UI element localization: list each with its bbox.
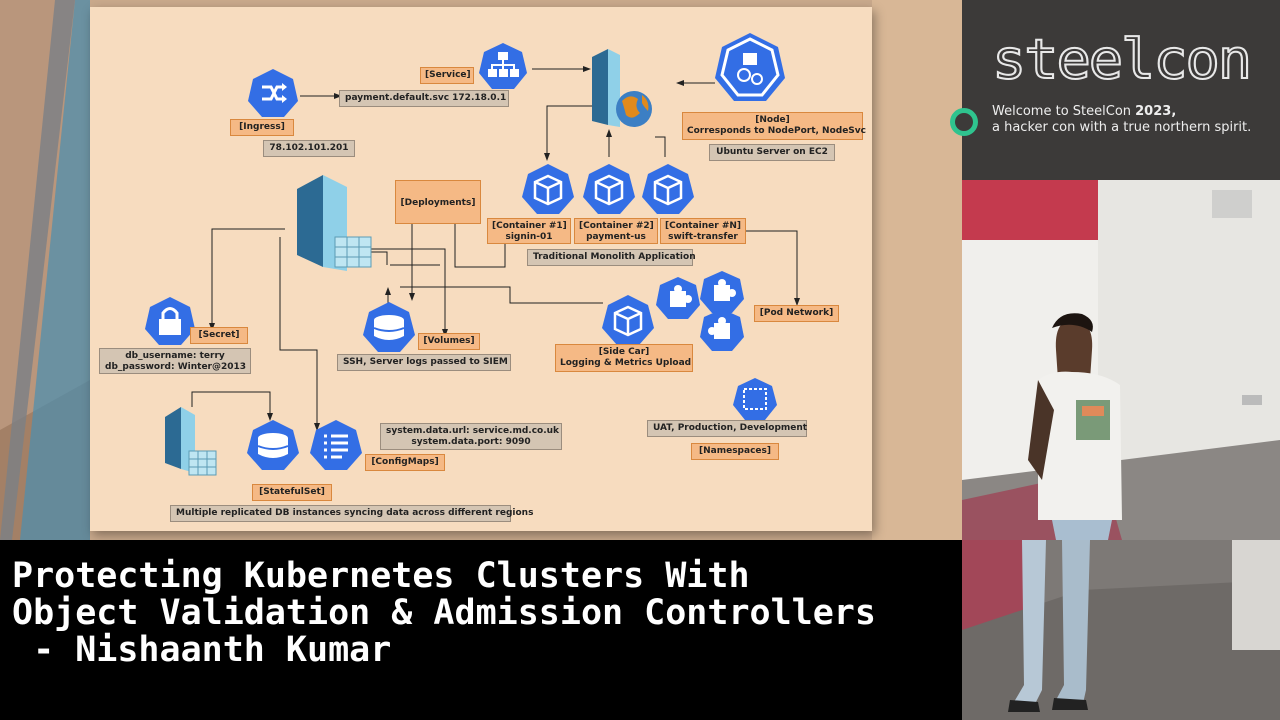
slide-stage: [Ingress] 78.102.101.201 [Service] payme…: [0, 0, 962, 540]
steelcon-ring-icon: [950, 108, 978, 136]
service-address: payment.default.svc 172.18.0.1: [339, 90, 509, 107]
container-n-tag: [Container #N]: [665, 221, 742, 231]
node-icon: [715, 33, 785, 101]
volumes-icon: [363, 302, 415, 352]
container-n-tag-box: [Container #N] swift-transfer: [660, 218, 746, 244]
container-2-name: payment-us: [586, 232, 646, 242]
welcome-line-1: Welcome to SteelCon 2023,: [992, 104, 1176, 120]
speaker-camera-feed: [962, 180, 1280, 540]
volumes-tag: [Volumes]: [418, 333, 480, 350]
namespaces-icon: [733, 378, 777, 420]
deployments-tag: [Deployments]: [395, 180, 481, 224]
statefulset-note: Multiple replicated DB instances syncing…: [170, 505, 533, 522]
node-tag: [Node]: [755, 115, 790, 125]
configmap-port: system.data.port: 9090: [411, 437, 531, 447]
welcome-prefix: Welcome to SteelCon: [992, 104, 1136, 119]
sidecar-container-icon: [602, 295, 654, 345]
container-n-name: swift-transfer: [668, 232, 738, 242]
configmaps-tag: [ConfigMaps]: [365, 454, 445, 471]
namespaces-tag: [Namespaces]: [691, 443, 779, 460]
pod-network-tag: [Pod Network]: [754, 305, 839, 322]
configmap-url: system.data.url: service.md.co.uk: [386, 426, 560, 436]
volumes-note: SSH, Server logs passed to SIEM: [337, 354, 511, 371]
statefulset-server-icon: [165, 407, 217, 476]
sidecar-plugins-icon: [656, 271, 744, 351]
server-storage-icon: [297, 175, 372, 271]
configmap-values: system.data.url: service.md.co.uk system…: [380, 423, 562, 450]
namespaces-note: UAT, Production, Development: [647, 420, 807, 437]
container-1-tag: [Container #1]: [492, 221, 567, 231]
container-1-icon: [522, 164, 574, 214]
node-description: Corresponds to NodePort, NodeSvc: [687, 126, 866, 136]
talk-title-line-2: Object Validation & Admission Controller…: [12, 593, 876, 633]
talk-title-band: Protecting Kubernetes Clusters With Obje…: [0, 540, 962, 720]
welcome-year: 2023,: [1135, 104, 1177, 119]
container-2-tag: [Container #2]: [579, 221, 654, 231]
service-tag: [Service]: [420, 67, 474, 84]
statefulset-db-icon: [247, 420, 299, 470]
sidecar-tag: [Side Car]: [598, 347, 650, 357]
sidecar-tag-box: [Side Car] Logging & Metrics Upload: [555, 344, 693, 372]
sidecar-description: Logging & Metrics Upload: [560, 358, 692, 368]
talk-speaker: - Nishaanth Kumar: [12, 630, 392, 670]
secret-values: db_username: terry db_password: Winter@2…: [99, 348, 251, 374]
steelcon-logo-text: steelcon: [992, 30, 1250, 86]
configmaps-icon: [310, 420, 362, 470]
speaker-camera-lower: [962, 540, 1280, 720]
steelcon-banner: [962, 0, 1280, 180]
container-n-icon: [642, 164, 694, 214]
statefulset-tag: [StatefulSet]: [252, 484, 332, 501]
ingress-tag: [Ingress]: [230, 119, 294, 136]
steelcon-logo: steelcon: [992, 30, 1253, 86]
container-2-tag-box: [Container #2] payment-us: [574, 218, 658, 244]
monolith-note: Traditional Monolith Application: [527, 249, 696, 266]
ingress-ip: 78.102.101.201: [263, 140, 355, 157]
secret-tag: [Secret]: [190, 327, 248, 344]
container-2-icon: [583, 164, 635, 214]
service-icon: [479, 43, 527, 89]
welcome-line-2: a hacker con with a true northern spirit…: [992, 120, 1252, 135]
talk-title-line-1: Protecting Kubernetes Clusters With: [12, 556, 750, 596]
secret-icon: [145, 297, 195, 345]
server-globe-icon: [592, 49, 652, 127]
ingress-icon: [248, 69, 298, 117]
node-host: Ubuntu Server on EC2: [709, 144, 835, 161]
container-1-name: signin-01: [505, 232, 553, 242]
secret-username: db_username: terry: [125, 351, 225, 361]
secret-password: db_password: Winter@2013: [105, 362, 247, 372]
architecture-slide: [Ingress] 78.102.101.201 [Service] payme…: [90, 7, 872, 531]
node-tag-box: [Node] Corresponds to NodePort, NodeSvc: [682, 112, 866, 140]
container-1-tag-box: [Container #1] signin-01: [487, 218, 571, 244]
